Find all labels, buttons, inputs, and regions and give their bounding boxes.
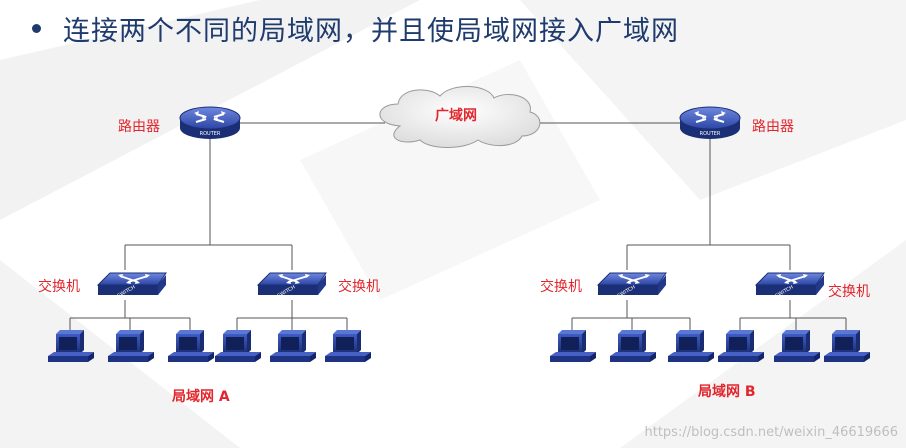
router-left-icon [179,106,241,140]
switch-b2-icon [755,272,825,301]
pc-icon [610,330,656,362]
lan-b-label: 局域网 B [698,384,756,400]
switch-b1-label: 交换机 [540,279,582,295]
pc-icon [668,330,714,362]
switch-a1-label: 交换机 [38,279,80,295]
switch-a1-icon [97,272,167,301]
pc-icon [215,330,261,362]
title-text: 连接两个不同的局域网，并且使局域网接入广域网 [63,15,679,47]
bullet-icon [32,23,41,33]
switch-a2-label: 交换机 [338,279,380,295]
router-left-label: 路由器 [118,119,160,135]
pc-icon [774,330,820,362]
watermark: https://blog.csdn.net/weixin_46619666 [644,425,898,440]
pc-icon [48,330,94,362]
pc-icon [108,330,154,362]
router-right-icon [679,106,741,140]
pc-icon [550,330,596,362]
pc-icon [824,330,870,362]
wan-cloud: 广域网 [379,85,541,148]
wan-label: 广域网 [435,107,477,124]
pc-icon [325,330,371,362]
connection-lines [69,122,847,335]
pc-icon [168,330,214,362]
pc-icon [718,330,764,362]
switch-a2-icon [257,272,327,301]
slide-title: 连接两个不同的局域网，并且使局域网接入广域网 [32,6,679,50]
switch-b2-label: 交换机 [828,284,870,300]
router-right-label: 路由器 [752,119,794,135]
lan-a-label: 局域网 A [172,389,230,405]
pc-icon [270,330,316,362]
switch-b1-icon [597,272,667,301]
